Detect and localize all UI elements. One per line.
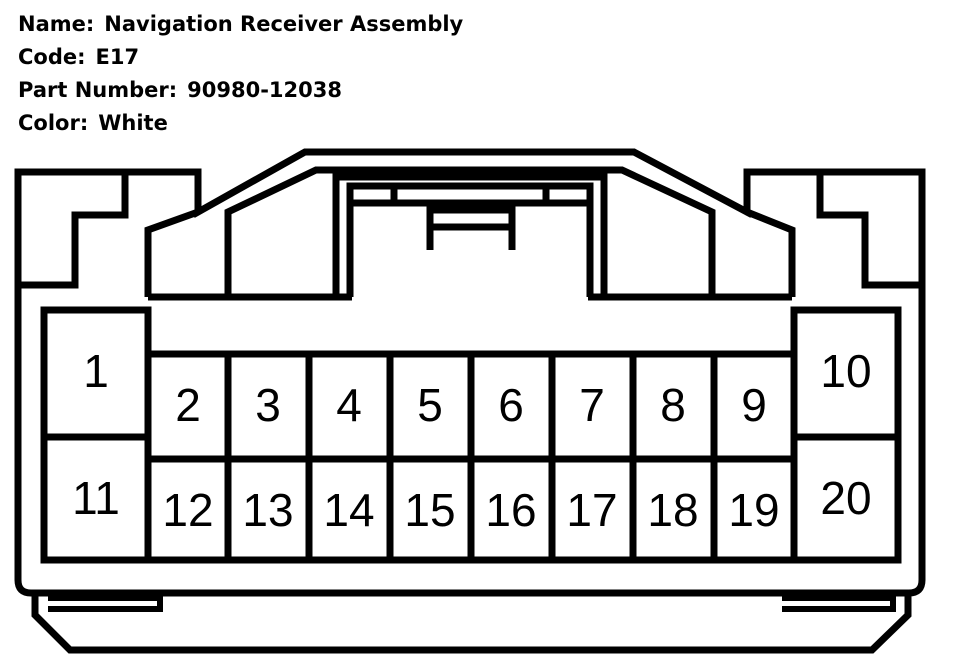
left-latch-tab [48, 595, 163, 612]
lock-right-wall [745, 208, 796, 297]
pin-3: 3 [255, 379, 281, 431]
pin-7: 7 [579, 379, 605, 431]
pin-8: 8 [660, 379, 686, 431]
pin-17: 17 [566, 484, 617, 536]
connector-bottom-lip [31, 593, 912, 654]
connector-info: Name:Navigation Receiver Assembly Code:E… [18, 8, 463, 140]
pin-4: 4 [336, 379, 362, 431]
pin-18: 18 [647, 484, 698, 536]
pin-12: 12 [162, 484, 213, 536]
right-latch-tab [782, 595, 896, 612]
pin-5: 5 [417, 379, 443, 431]
pin-13: 13 [242, 484, 293, 536]
info-code: Code:E17 [18, 45, 140, 69]
pin-15: 15 [404, 484, 455, 536]
lock-arm-inner [346, 182, 594, 297]
lock-arm [332, 173, 608, 297]
info-name: Name:Navigation Receiver Assembly [18, 12, 464, 36]
right-recess [816, 172, 922, 289]
pin-10: 10 [820, 345, 871, 397]
pin-14: 14 [323, 484, 374, 536]
info-color: Color:White [18, 111, 168, 135]
pin-11: 11 [72, 472, 120, 524]
pin-9: 9 [741, 379, 767, 431]
lock-left-wall [144, 208, 200, 297]
pin-20: 20 [820, 472, 871, 524]
info-part-number: Part Number:90980-12038 [18, 78, 342, 102]
pin-2: 2 [175, 379, 201, 431]
left-recess [18, 172, 129, 289]
pin-19: 19 [728, 484, 779, 536]
pin-1: 1 [83, 345, 109, 397]
pin-16: 16 [485, 484, 536, 536]
pin-cavities [40, 306, 902, 564]
lock-housing-outline [224, 166, 716, 297]
pin-6: 6 [498, 379, 524, 431]
